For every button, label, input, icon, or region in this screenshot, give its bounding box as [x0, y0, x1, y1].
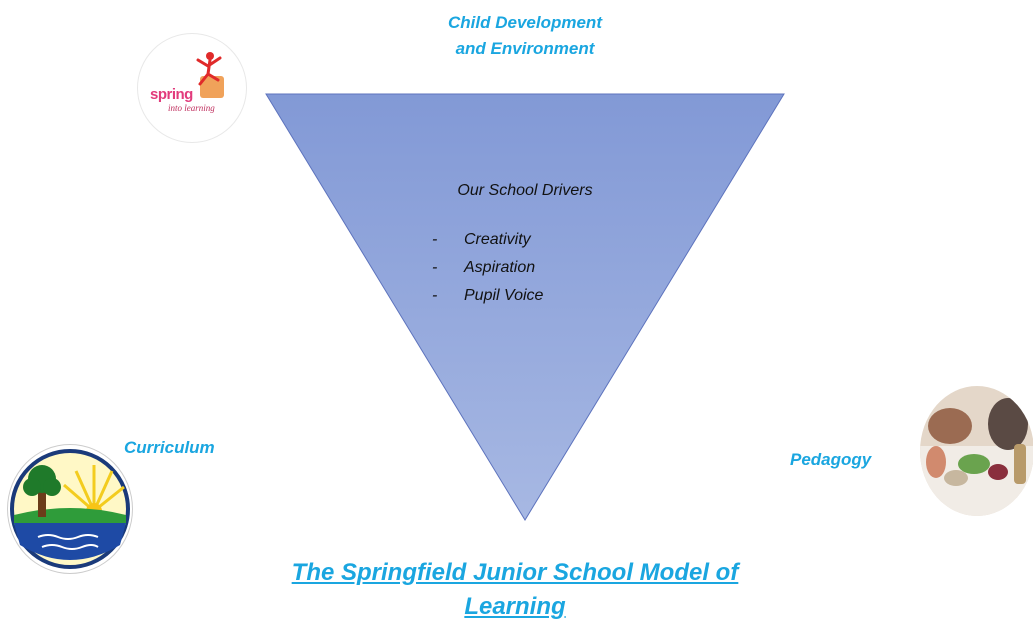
driver-item: - Creativity	[432, 226, 543, 254]
classroom-activity-image	[920, 386, 1033, 516]
driver-dash: -	[432, 287, 438, 304]
curriculum-label: Curriculum	[124, 438, 215, 457]
driver-dash: -	[432, 259, 438, 276]
child-development-label: Child Development and Environment	[410, 10, 640, 62]
spring-logo-word: spring	[150, 86, 193, 103]
pedagogy-label: Pedagogy	[790, 450, 872, 469]
model-title-line2: Learning	[464, 593, 566, 620]
child-development-line2: and Environment	[455, 39, 595, 58]
drivers-list: - Creativity - Aspiration - Pupil Voice	[432, 226, 543, 310]
spring-into-learning-logo: spring into learning	[137, 33, 247, 143]
jumping-figure-icon	[196, 52, 224, 98]
school-badge-logo	[7, 444, 133, 574]
driver-label: Creativity	[464, 231, 531, 248]
child-development-line1: Child Development	[448, 13, 602, 32]
drivers-title: Our School Drivers	[457, 182, 593, 199]
triangle-shape	[265, 93, 785, 521]
driver-item: - Pupil Voice	[432, 282, 543, 310]
spring-logo-subtext: into learning	[168, 103, 215, 113]
model-title: The Springfield Junior School Model of L…	[250, 556, 780, 624]
driver-dash: -	[432, 231, 438, 248]
model-title-line1: The Springfield Junior School Model of	[291, 559, 739, 586]
driver-label: Aspiration	[464, 259, 536, 276]
driver-item: - Aspiration	[432, 254, 543, 282]
driver-label: Pupil Voice	[464, 287, 544, 304]
tree-sunrise-icon	[10, 449, 130, 569]
pedagogy-photo	[920, 386, 1033, 516]
